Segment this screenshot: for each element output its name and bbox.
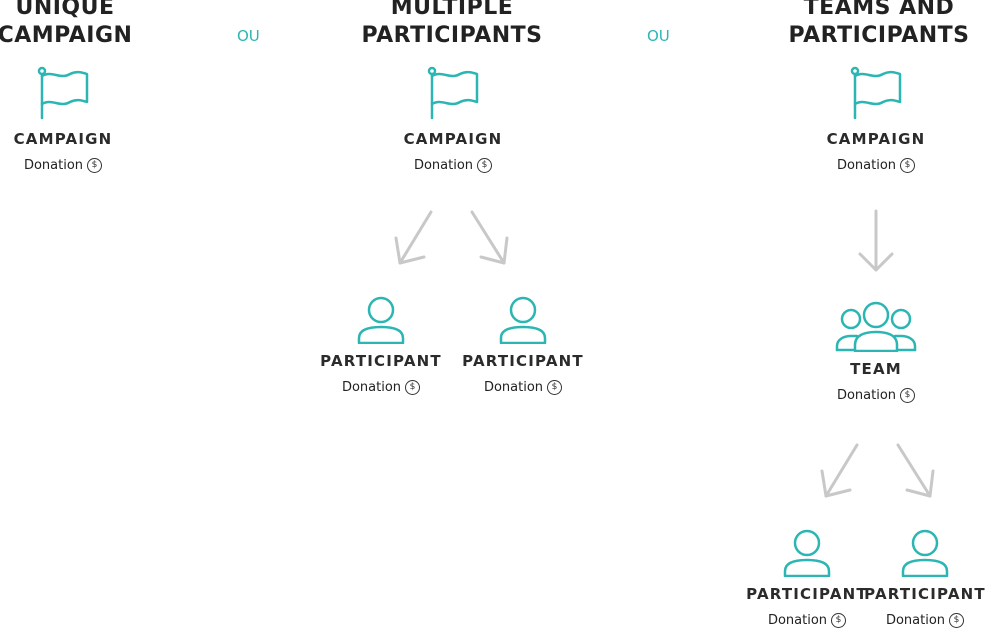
donation-label: Donation <box>483 380 544 395</box>
dollar-circle-icon: $ <box>547 380 563 395</box>
campaign-label: CAMPAIGN <box>826 130 926 148</box>
heading-line: PARTICIPANTS <box>361 23 543 48</box>
campaign-label: CAMPAIGN <box>403 130 503 148</box>
heading-unique-campaign: UNIQUE CAMPAIGN <box>0 0 185 50</box>
donation-label: Donation <box>885 613 946 628</box>
donation-info: Donation $ <box>483 380 563 395</box>
flag-icon <box>850 66 902 120</box>
team-label: TEAM <box>850 360 902 378</box>
dollar-circle-icon: $ <box>405 380 421 395</box>
dollar-circle-icon: $ <box>831 613 847 628</box>
participant-label: PARTICIPANT <box>462 352 584 370</box>
flag-icon <box>427 66 479 120</box>
donation-info: Donation $ <box>836 158 916 173</box>
donation-label: Donation <box>23 158 84 173</box>
heading-teams-and-participants: TEAMS AND PARTICIPANTS <box>759 0 999 50</box>
donation-info: Donation $ <box>23 158 103 173</box>
flag-icon <box>37 66 89 120</box>
heading-line: MULTIPLE <box>390 0 514 20</box>
participant-label: PARTICIPANT <box>746 585 868 603</box>
heading-line: PARTICIPANTS <box>788 23 970 48</box>
arrow-icon <box>820 443 859 498</box>
team-node: TEAM Donation $ <box>801 300 951 404</box>
person-icon <box>901 529 949 577</box>
donation-info: Donation $ <box>767 613 847 628</box>
dollar-circle-icon: $ <box>87 158 103 173</box>
dollar-circle-icon: $ <box>949 613 965 628</box>
person-icon <box>783 529 831 577</box>
participant-node: PARTICIPANT Donation $ <box>448 294 598 396</box>
campaign-node: CAMPAIGN Donation $ <box>801 66 951 174</box>
participant-label: PARTICIPANT <box>320 352 442 370</box>
separator-or: OU <box>237 27 260 45</box>
donation-info: Donation $ <box>885 613 965 628</box>
campaign-node: CAMPAIGN Donation $ <box>0 66 138 174</box>
donation-label: Donation <box>341 380 402 395</box>
participant-node: PARTICIPANT Donation $ <box>732 527 882 629</box>
arrow-icon <box>858 209 894 272</box>
separator-or: OU <box>647 27 670 45</box>
donation-label: Donation <box>767 613 828 628</box>
arrow-icon <box>896 443 935 498</box>
campaign-node: CAMPAIGN Donation $ <box>378 66 528 174</box>
heading-line: TEAMS AND <box>803 0 955 20</box>
dollar-circle-icon: $ <box>900 388 916 403</box>
person-icon <box>499 296 547 344</box>
dollar-circle-icon: $ <box>900 158 916 173</box>
dollar-circle-icon: $ <box>477 158 493 173</box>
donation-label: Donation <box>836 158 897 173</box>
donation-label: Donation <box>836 388 897 403</box>
heading-line: UNIQUE <box>15 0 115 20</box>
participant-node: PARTICIPANT Donation $ <box>306 294 456 396</box>
arrow-icon <box>470 210 509 265</box>
heading-multiple-participants: MULTIPLE PARTICIPANTS <box>332 0 572 50</box>
donation-info: Donation $ <box>341 380 421 395</box>
participant-node: PARTICIPANT Donation $ <box>855 527 995 629</box>
arrow-icon <box>394 210 433 265</box>
campaign-label: CAMPAIGN <box>13 130 113 148</box>
donation-label: Donation <box>413 158 474 173</box>
donation-info: Donation $ <box>413 158 493 173</box>
person-icon <box>357 296 405 344</box>
donation-info: Donation $ <box>836 388 916 403</box>
heading-line: CAMPAIGN <box>0 23 133 48</box>
group-icon <box>835 301 917 352</box>
participant-label: PARTICIPANT <box>864 585 986 603</box>
